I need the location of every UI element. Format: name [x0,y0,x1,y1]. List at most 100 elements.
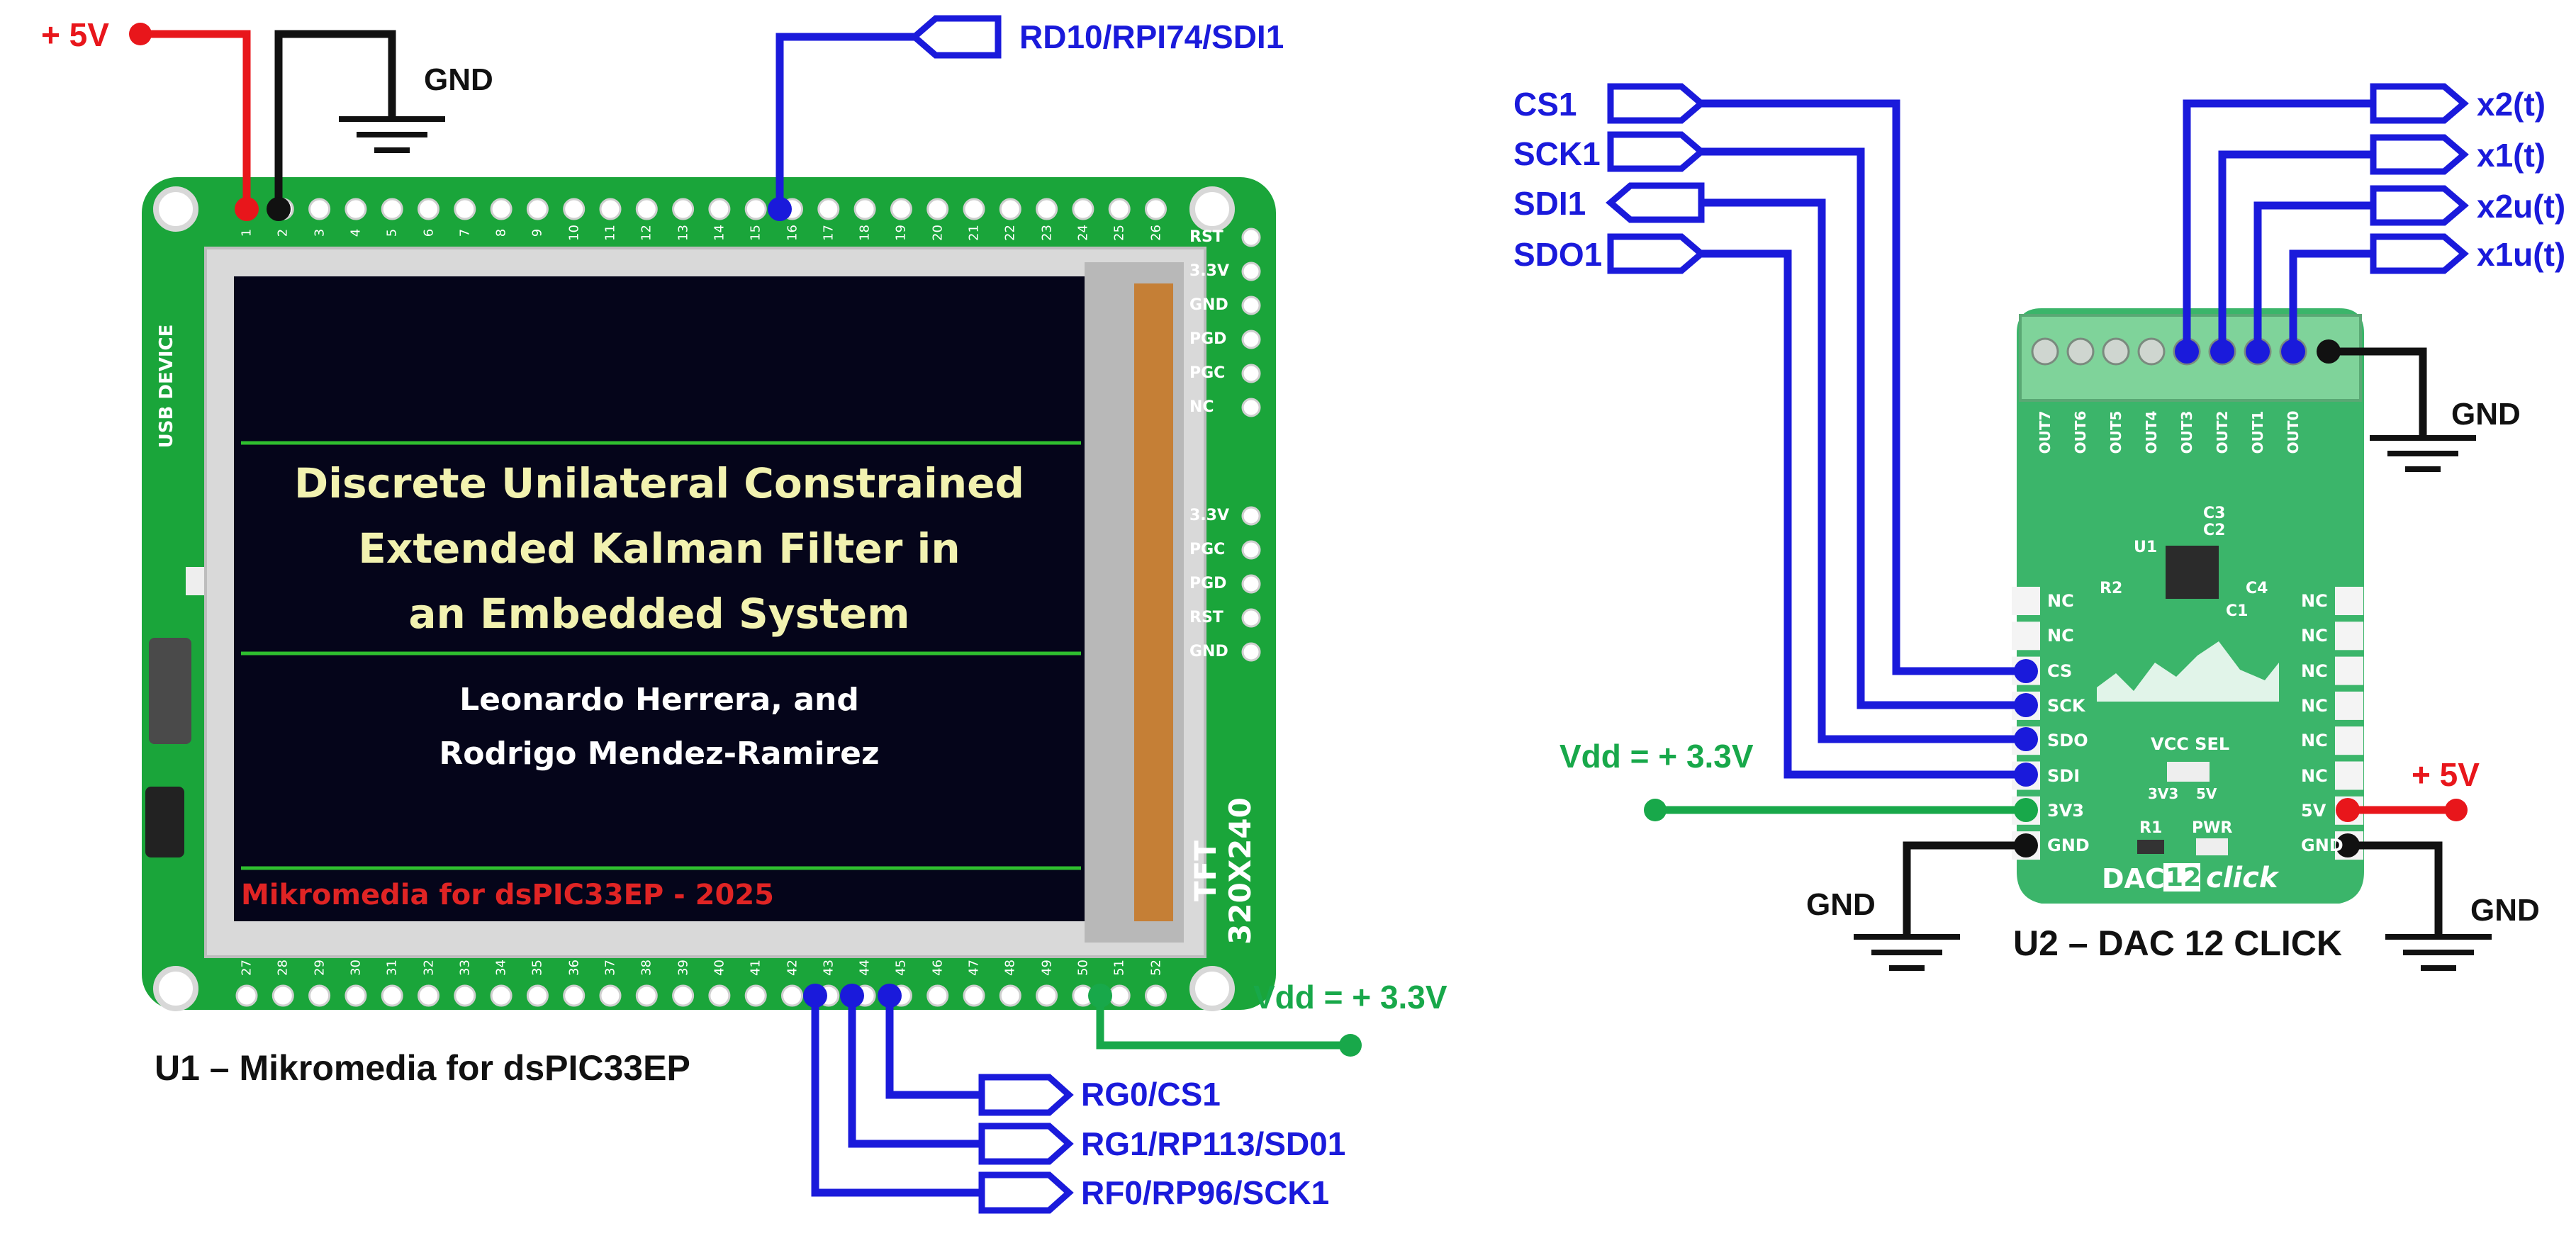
net-label-u2-x2: x2(t) [2477,86,2546,123]
wire-u2-x1u [2289,249,2373,351]
port-u1-sck [978,1171,1074,1214]
screen-title-line1: Discrete Unilateral Constrained [293,459,1024,507]
header-pad [1241,261,1261,281]
header-pad [1241,540,1261,560]
header-pad [1072,198,1094,220]
side-pin-label: RST [1189,609,1223,626]
pin-number: 27 [239,960,254,976]
u2-vcc-sel: VCC SEL [2151,734,2230,754]
node-u2-sdo-pin [2014,727,2038,751]
port-u1-sdi [909,15,1002,59]
pin-number: 48 [1002,960,1018,976]
header-pad [308,198,331,220]
net-label-u2-sdo: SDO1 [1513,236,1603,273]
pin-number: 36 [566,960,582,976]
pin-number: 44 [857,960,873,976]
pin-number: 20 [930,225,946,241]
node-u2-vdd-end [1644,799,1667,821]
header-pad [418,198,439,220]
net-label-u2-gnd-left: GND [1806,887,1876,922]
node-u1-sdi-pin [768,197,792,221]
pin-number: 24 [1075,225,1091,241]
pin-number: 49 [1039,960,1055,976]
node-u2-vdd-pin [2014,798,2038,822]
u2-brand-graph [2097,641,2279,702]
side-pin-label: GND [1189,643,1228,660]
pin-number: 29 [312,960,327,976]
wire-u1-cs [885,996,982,1099]
screen-footer: Mikromedia for dsPIC33EP - 2025 [241,879,775,911]
header-pad [1241,608,1261,628]
port-u2-x2u [2370,185,2469,226]
left-pin-label: SDI [2047,765,2081,786]
pin-number: 30 [348,960,364,976]
pin-number: 23 [1039,225,1055,241]
node-u2-sdi-pin [2014,763,2038,787]
right-pin-label: 5V [2301,800,2326,821]
header-pad [999,984,1021,1007]
pin-number: 38 [639,960,654,976]
out-pin-label: OUT1 [2249,410,2266,454]
header-pad [308,984,331,1007]
header-pad [1108,984,1131,1007]
header-pad [490,984,513,1007]
node-u1-sck-pin [803,984,827,1008]
pin-number: 7 [457,228,473,237]
pin-number: 33 [457,960,473,976]
header-pad [635,198,658,220]
side-pin-label: RST [1189,228,1223,246]
header-pad [1036,198,1058,220]
header-pad [672,984,695,1007]
pin-number: 21 [966,225,982,241]
side-pin-label: PGD [1189,575,1227,592]
u2-comp-c2: C2 [2203,522,2226,539]
out-pin-label: OUT3 [2178,410,2195,454]
pin-number: 39 [676,960,691,976]
wire-u1-gnd [274,30,396,209]
node-u2-out0 [2281,339,2305,364]
u1-bottom-header [235,984,1167,1007]
wire-u2-cs [1701,99,2026,675]
terminal-screw [2137,337,2166,366]
header-pad [526,198,549,220]
pin-number: 42 [785,960,800,976]
wire-u2-gnd-right [2348,841,2443,937]
node-u2-5v-end [2445,799,2468,821]
net-label-u2-x1u: x1u(t) [2477,236,2566,273]
ground-symbol [2385,934,2492,971]
u2-wires [1606,83,2492,971]
u1-audio-jack [145,787,184,857]
header-pad [1241,574,1261,594]
port-u2-sck [1607,131,1706,172]
node-u2-out3 [2175,339,2199,364]
pin-number: 31 [384,960,400,976]
header-pad [2335,726,2363,755]
net-label-u2-x2u: x2u(t) [2477,188,2566,225]
header-pad [999,198,1021,220]
wire-u1-vdd [1096,996,1350,1050]
screen-authors-line2: Rodrigo Mendez-Ramirez [439,736,880,772]
net-label-u1-sck: RF0/RP96/SCK1 [1081,1174,1330,1211]
left-pin-label: SDO [2047,731,2088,751]
pin-number: 17 [821,225,836,241]
u2-comp-c4: C4 [2246,580,2268,597]
wire-u2-sdo [1701,249,2026,779]
node-u2-out1 [2246,339,2270,364]
wire-u1-sdi [775,33,914,209]
wire-u2-x2u [2253,201,2373,351]
wire-u2-gnd-top [2329,347,2427,438]
u2-comp-r1: R1 [2139,819,2163,837]
ground-symbol [2370,435,2476,472]
left-pin-label: SCK [2047,695,2085,716]
pin-number: 18 [857,225,873,241]
pin-number: 47 [966,960,982,976]
wire-u2-x1 [2218,150,2373,351]
header-pad [963,984,985,1007]
terminal-screw [2102,337,2130,366]
pin-number: 28 [275,960,291,976]
u2-caption: U2 – DAC 12 CLICK [2013,923,2342,963]
u2-comp-pwr: PWR [2192,819,2233,837]
out-pin-label: OUT0 [2285,410,2302,454]
terminal-screw [2066,337,2095,366]
